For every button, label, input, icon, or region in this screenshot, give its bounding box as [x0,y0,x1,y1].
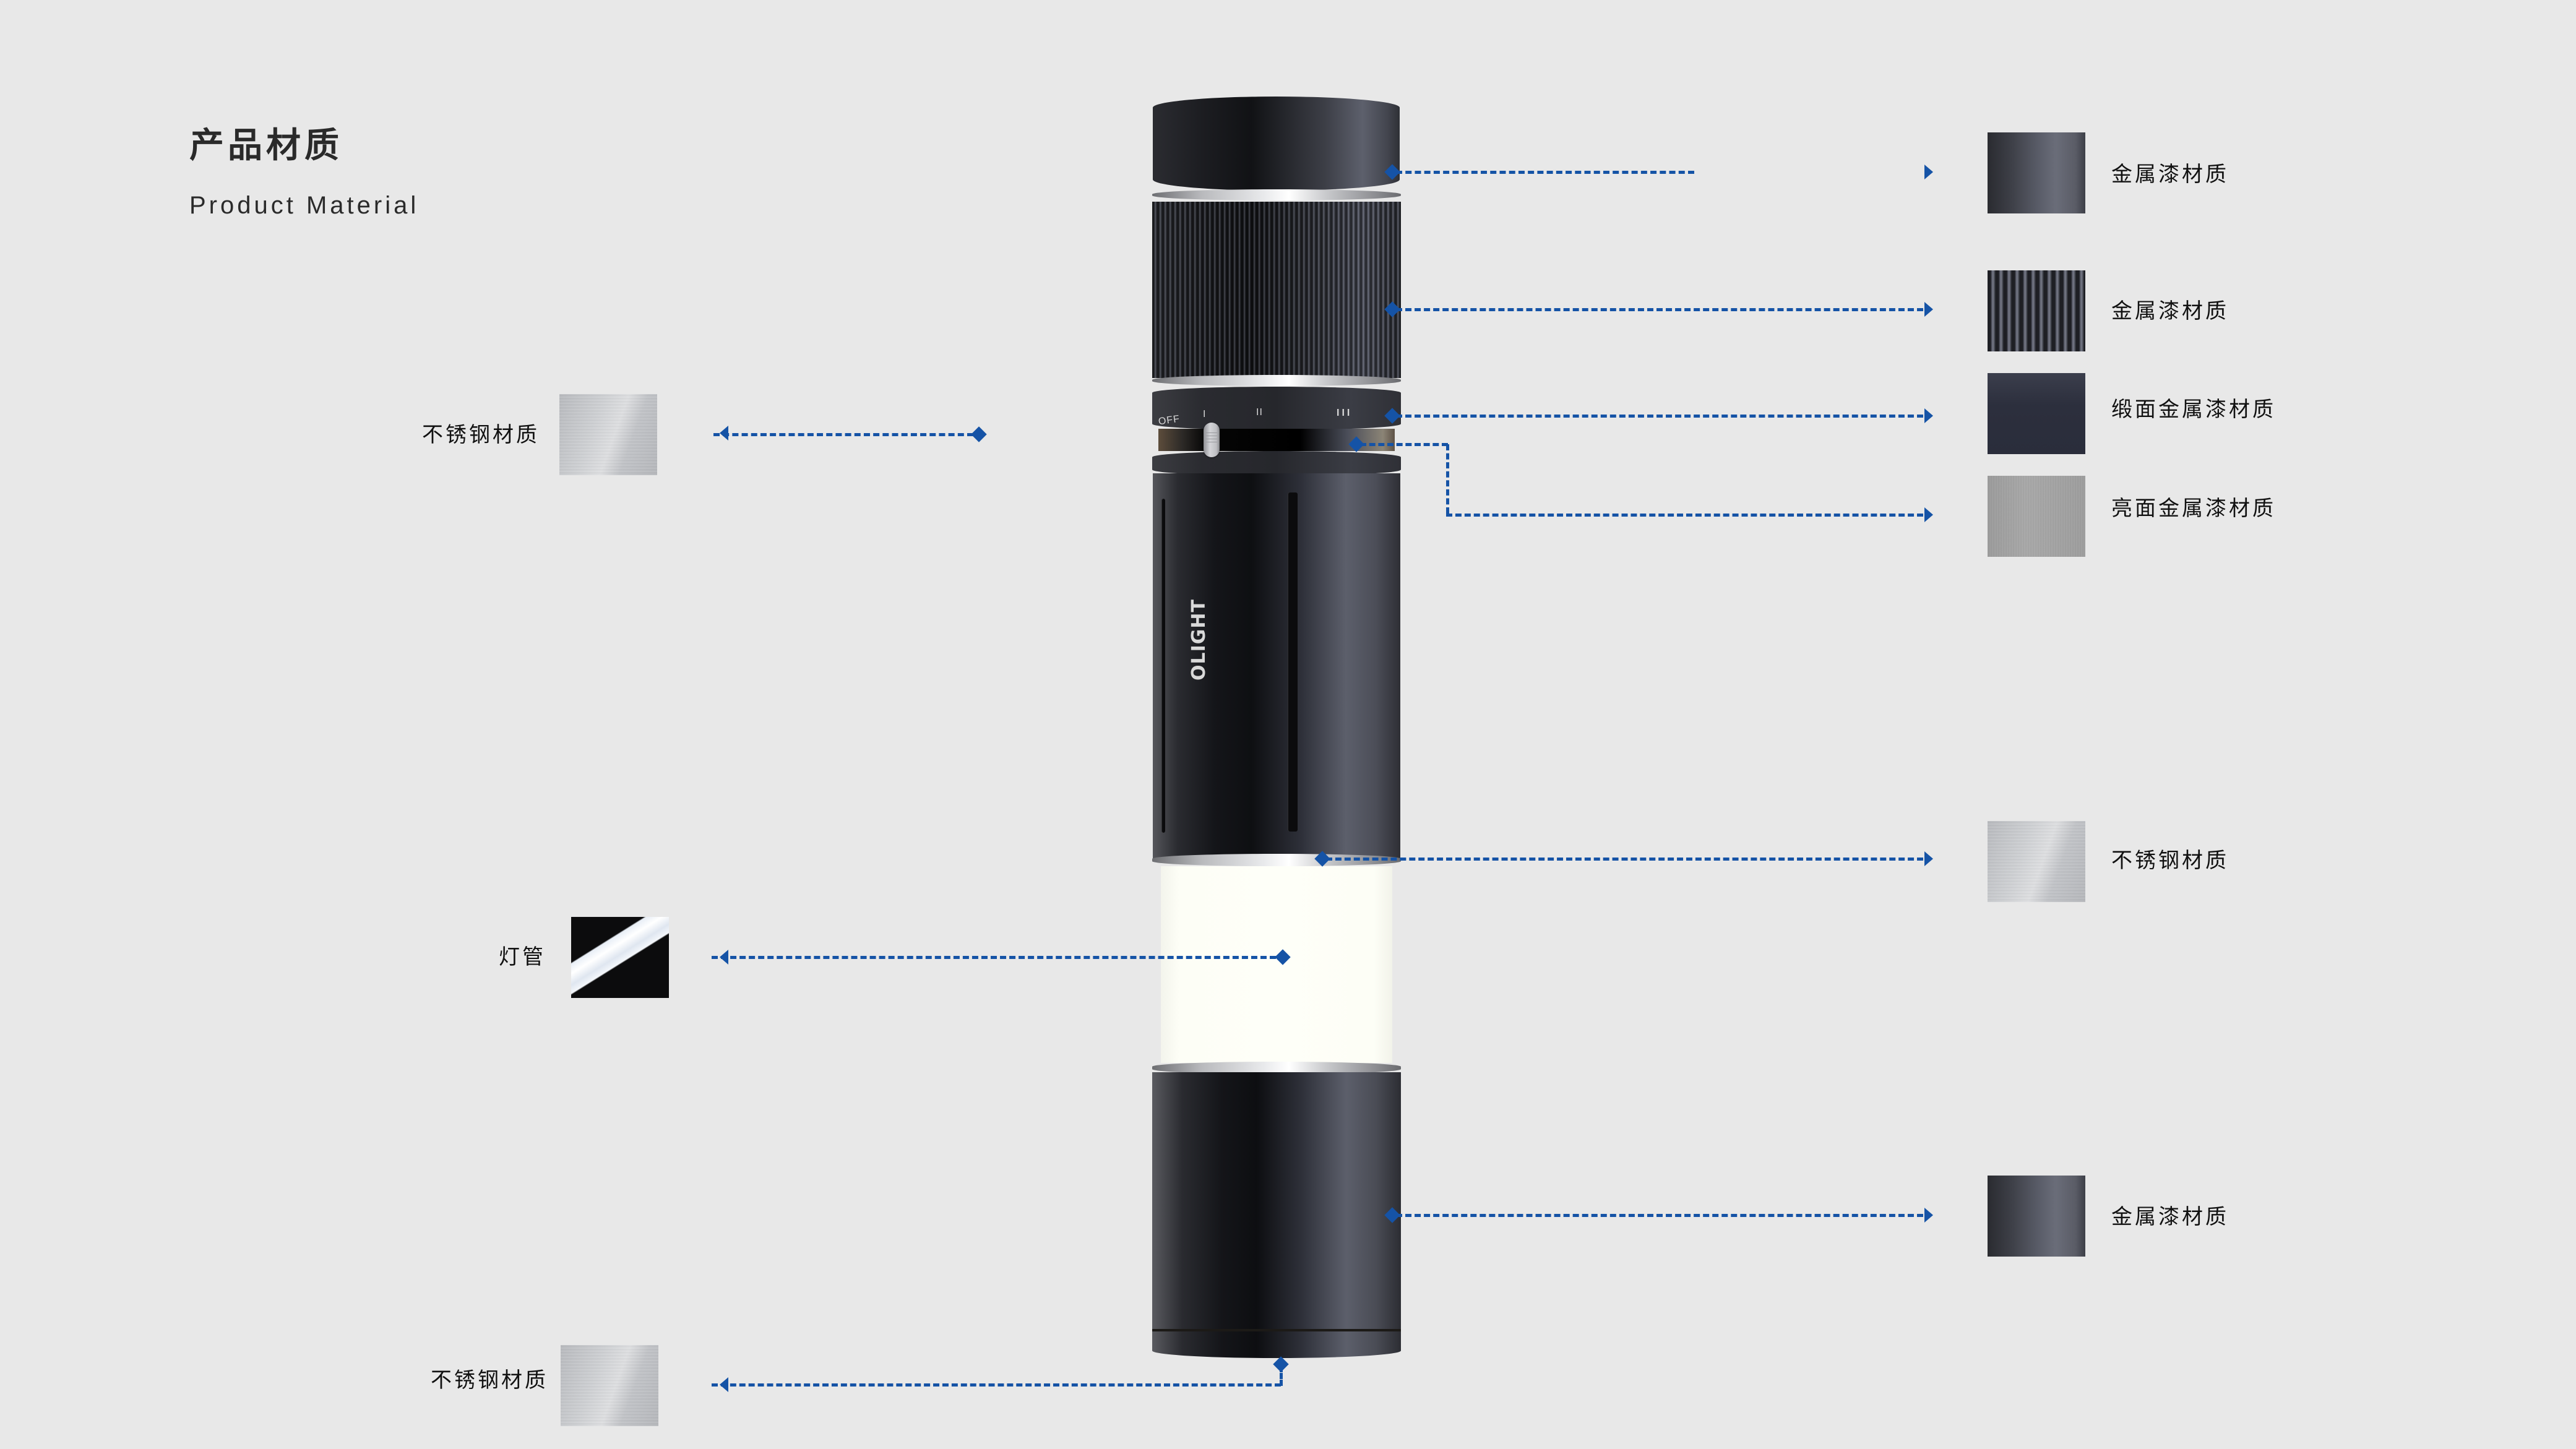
head-cap [1153,97,1400,191]
callout-line [1396,171,1694,174]
mode-label-3: III [1337,408,1353,418]
callout-line [712,956,1276,959]
material-label: 不锈钢材质 [431,1368,548,1393]
lower-steel-ring [1152,1062,1401,1074]
arrow-right-icon [1924,1208,1933,1223]
material-label: 金属漆材质 [2111,299,2229,324]
swatch-stainless-steel [561,1345,658,1426]
material-label: 缎面金属漆材质 [2111,397,2276,422]
callout-line [1396,1214,1923,1217]
material-label: 不锈钢材质 [2111,848,2229,873]
callout-anchor-diamond [971,426,987,442]
material-label: 金属漆材质 [2111,162,2229,187]
tail-cap [1152,1072,1401,1358]
arrow-right-icon [1924,408,1933,423]
arrow-right-icon [1924,165,1933,179]
light-tube [1161,866,1392,1063]
lower-silver-ring [1152,375,1401,386]
mode-switch-slider[interactable] [1204,423,1220,457]
material-label: 金属漆材质 [2111,1205,2229,1229]
callout-line [712,1383,1281,1387]
callout-line [713,433,973,436]
swatch-metal-paint [1988,1176,2085,1257]
callout-anchor-diamond [1273,1356,1289,1372]
callout-line [1326,858,1923,861]
battery-body [1153,473,1400,860]
swatch-metal-paint [1988,132,2085,213]
page-title: 产品材质 [189,126,343,166]
olight-logo: OLIGHT [1188,599,1210,681]
swatch-knurled-metal-paint [1988,270,2085,351]
body-slot-center [1288,492,1298,832]
material-label: 不锈钢材质 [422,423,540,447]
swatch-satin-metal-paint [1988,373,2085,454]
swatch-stainless-steel [559,394,657,475]
arrow-right-icon [1924,851,1933,866]
page-subtitle: Product Material [189,192,420,219]
callout-line [1446,514,1923,517]
swatch-glossy-metal-paint [1988,476,2085,557]
upper-steel-ring [1152,854,1401,866]
knurled-ring [1152,202,1401,378]
body-slot-left [1161,499,1165,833]
arrow-right-icon [1924,302,1933,317]
callout-line [1396,415,1923,418]
swatch-stainless-steel [1988,821,2085,902]
callout-line [1396,308,1923,311]
mode-label-2: II [1256,407,1263,418]
callout-line-elbow [1446,444,1449,514]
material-label: 灯管 [499,945,546,970]
callout-line [1360,443,1448,446]
tail-seam [1152,1329,1401,1331]
callout-line-elbow [1280,1366,1283,1386]
arrow-right-icon [1924,507,1933,522]
top-silver-ring [1152,189,1401,200]
mode-label-1: I [1203,409,1207,419]
switch-collar-lower [1152,451,1401,476]
switch-collar [1152,387,1401,430]
material-label: 亮面金属漆材质 [2111,496,2276,521]
swatch-light-tube [571,917,669,998]
